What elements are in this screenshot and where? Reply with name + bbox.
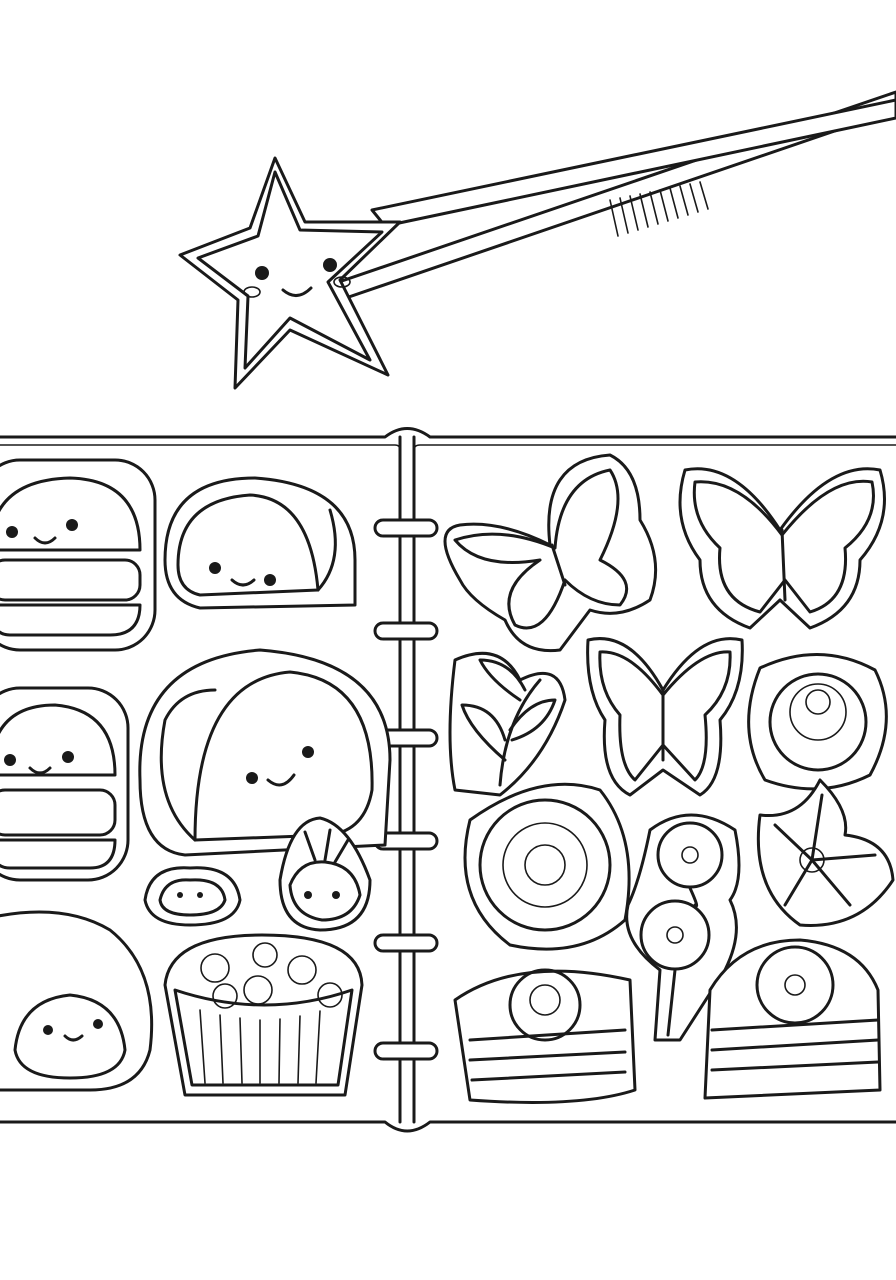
taco-sticker: [163, 476, 357, 610]
butterfly-sticker: [678, 467, 886, 630]
burger-sticker: [0, 458, 157, 652]
strawberry-sticker: [278, 816, 372, 932]
peony-sticker: [463, 782, 631, 951]
rose-sticker: [747, 653, 888, 791]
daisy-stems-sticker: [625, 813, 741, 1042]
croissant-sticker: [143, 866, 242, 927]
butterfly-sticker: [443, 453, 658, 653]
leaf-sprig-sticker: [448, 651, 567, 797]
flower-cake-sticker: [453, 968, 637, 1104]
dumpling-sticker: [0, 910, 154, 1092]
binder-rings: [373, 518, 439, 1061]
sticker-book: [0, 427, 896, 1133]
kawaii-star-sticker: [178, 156, 402, 390]
flower-cake-sticker: [703, 938, 882, 1100]
taco-sticker: [138, 648, 392, 857]
butterfly-sticker: [586, 637, 744, 797]
lily-sticker: [756, 778, 895, 927]
burger-sticker: [0, 686, 130, 882]
tweezers: [325, 90, 896, 302]
flower-tart-sticker: [163, 933, 364, 1097]
